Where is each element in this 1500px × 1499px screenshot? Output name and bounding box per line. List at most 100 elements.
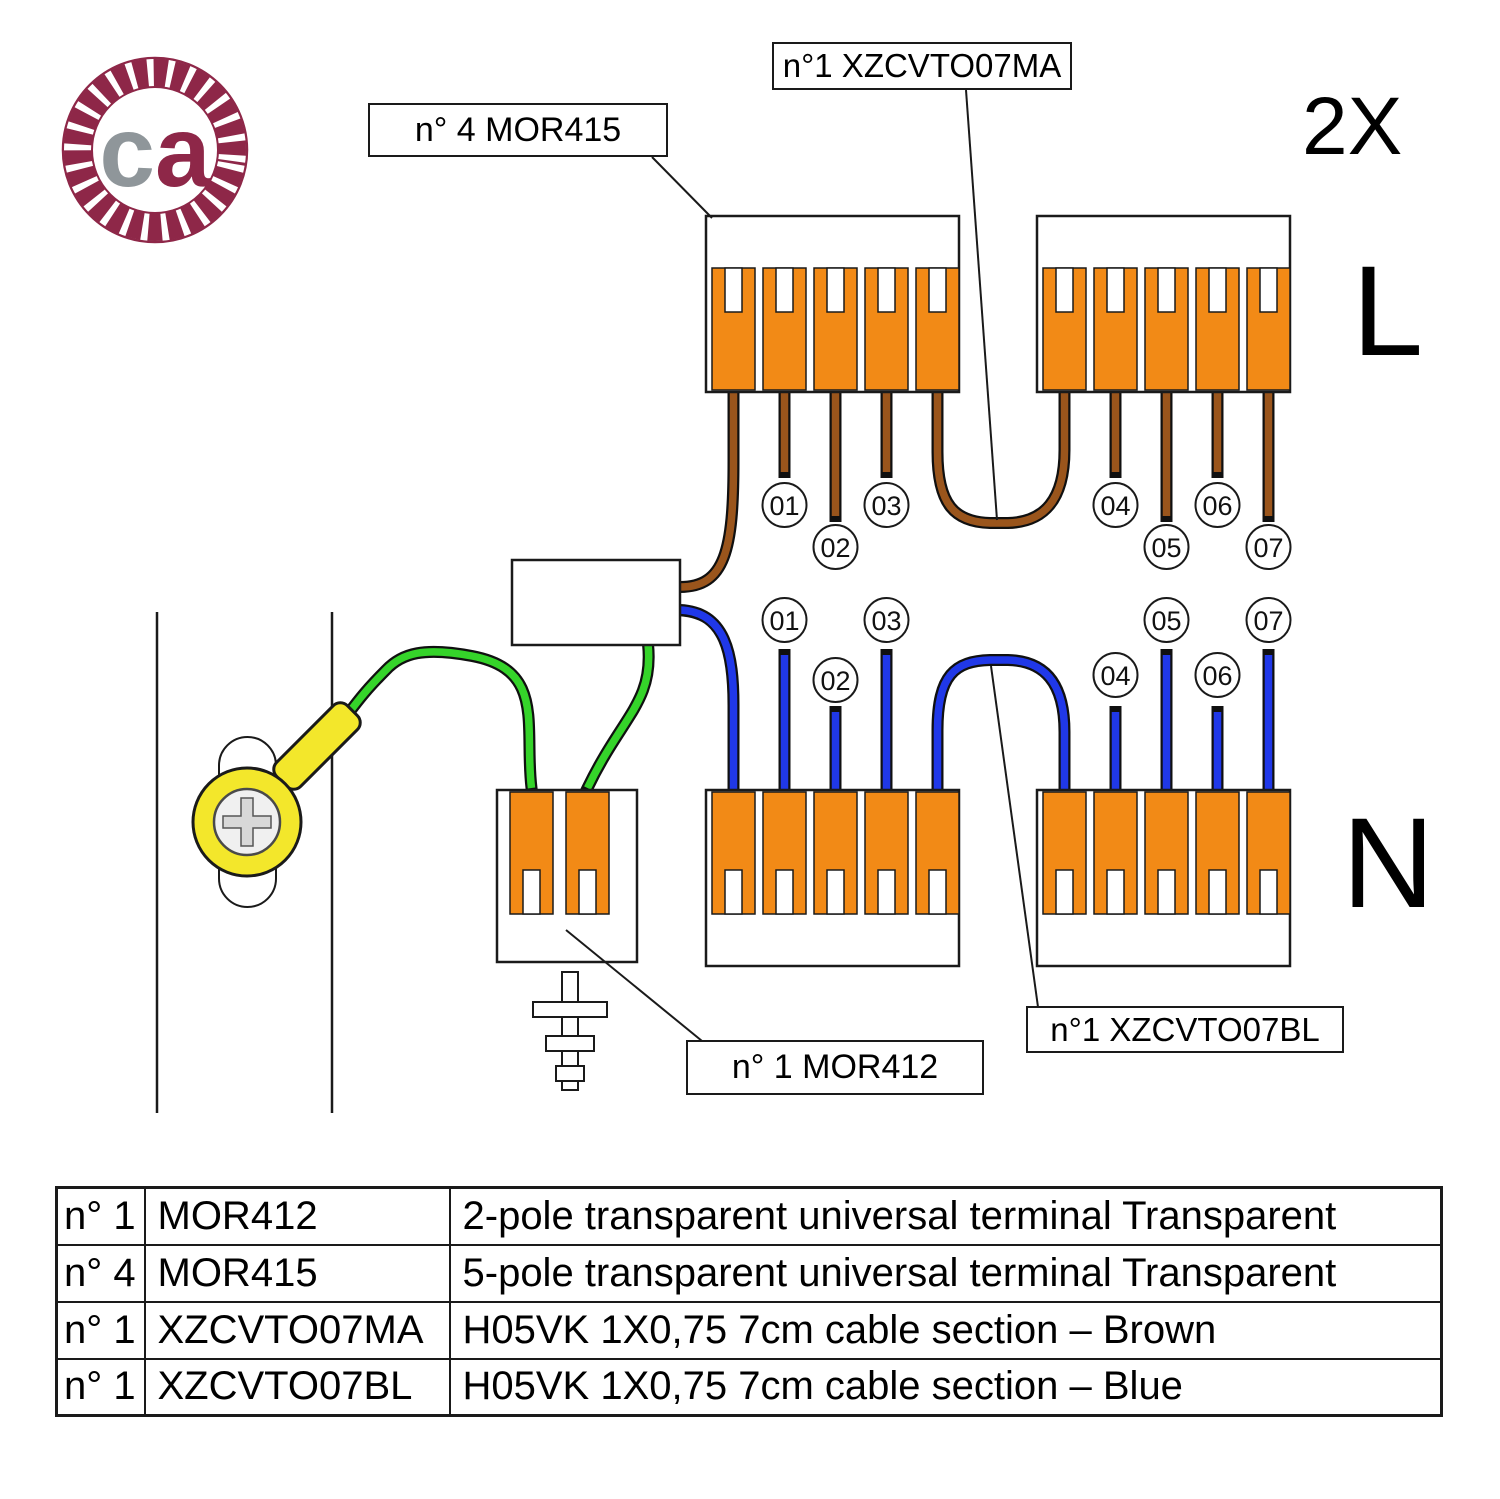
power-cable-box	[510, 558, 682, 647]
wire-badge-label: 04	[1100, 491, 1130, 521]
terminal-pole	[762, 791, 807, 915]
wire-badge-label: 02	[820, 666, 850, 696]
wire-badge-label: 04	[1100, 661, 1130, 691]
terminal-pole	[915, 267, 960, 391]
bom-qty: n° 1	[55, 1300, 146, 1360]
wire-badge: 07	[1245, 597, 1292, 643]
bom-qty: n° 4	[55, 1243, 146, 1303]
terminal-mor412-earth	[495, 788, 639, 964]
wire-badge: 03	[863, 597, 910, 643]
terminal-pole	[1195, 791, 1240, 915]
terminal-pole	[864, 267, 909, 391]
terminal-pole	[762, 267, 807, 391]
wire-badge: 01	[761, 597, 808, 643]
table-row: n° 1 XZCVTO07BL H05VK 1X0,75 7cm cable s…	[55, 1357, 1443, 1417]
leader-lines	[565, 89, 1039, 1042]
earth-ring-lug	[191, 701, 362, 878]
bom-code: MOR415	[143, 1243, 451, 1303]
bom-code: XZCVTO07BL	[143, 1357, 451, 1417]
wire-badge: 04	[1092, 652, 1139, 698]
leader-xzcvto07ma	[965, 89, 998, 521]
terminal-pole	[711, 791, 756, 915]
wire-badge: 03	[863, 482, 910, 528]
blue-jumper-wire	[938, 660, 1065, 792]
bom-code: XZCVTO07MA	[143, 1300, 451, 1360]
terminal-pole	[711, 267, 756, 391]
terminal-pole	[1246, 791, 1291, 915]
logo: ca	[61, 56, 249, 244]
bom-desc: 5-pole transparent universal terminal Tr…	[448, 1243, 1443, 1303]
live-line-label: L	[1352, 240, 1424, 383]
callout-xzcvto07ma-label: n°1 XZCVTO07MA	[782, 47, 1062, 84]
wire-number-badges-bottom: 01 02 03 04 05 06 07	[761, 597, 1292, 703]
logo-letter-c: c	[99, 96, 155, 208]
callout-mor412-label: n° 1 MOR412	[731, 1048, 939, 1086]
leader-mor412	[565, 929, 703, 1042]
terminal-pole	[1042, 791, 1087, 915]
bom-code: MOR412	[143, 1186, 451, 1246]
wire-badge: 05	[1143, 597, 1190, 643]
table-row: n° 1 XZCVTO07MA H05VK 1X0,75 7cm cable s…	[55, 1300, 1443, 1360]
terminal-mor415-neutral-right	[1035, 788, 1292, 968]
wire-badge-label: 06	[1202, 491, 1232, 521]
wire-badge: 02	[812, 657, 859, 703]
terminal-pole	[813, 791, 858, 915]
bom-table: n° 1 MOR412 2-pole transparent universal…	[55, 1186, 1443, 1417]
terminal-mor415-live-right	[1035, 214, 1292, 394]
terminal-mor415-neutral-left	[704, 788, 961, 968]
wire-badge-label: 07	[1253, 606, 1283, 636]
terminal-pole	[864, 791, 909, 915]
wire-badge: 06	[1194, 652, 1241, 698]
terminal-pole	[1144, 791, 1189, 915]
terminal-pole	[1093, 267, 1138, 391]
table-row: n° 4 MOR415 5-pole transparent universal…	[55, 1243, 1443, 1303]
wire-badge: 06	[1194, 482, 1241, 528]
terminal-pole	[1195, 267, 1240, 391]
earth-symbol	[532, 971, 608, 1091]
callout-xzcvto07bl-label: n°1 XZCVTO07BL	[1050, 1010, 1320, 1048]
callout-mor415-label: n° 4 MOR415	[414, 110, 622, 149]
terminal-pole	[1144, 267, 1189, 391]
wire-badge-label: 03	[871, 606, 901, 636]
bom-desc: 2-pole transparent universal terminal Tr…	[448, 1186, 1443, 1246]
leader-xzcvto07bl	[990, 665, 1039, 1008]
multiplier-label: 2X	[1302, 81, 1403, 172]
bom-desc: H05VK 1X0,75 7cm cable section – Blue	[448, 1357, 1443, 1417]
wire-badge-label: 01	[769, 606, 799, 636]
wire-badge-label: 05	[1151, 606, 1181, 636]
wire-badge: 01	[761, 482, 808, 528]
wire-badge-label: 01	[769, 491, 799, 521]
terminal-pole	[565, 791, 610, 915]
terminal-pole	[509, 791, 554, 915]
wire-badge: 04	[1092, 482, 1139, 528]
terminal-pole	[1093, 791, 1138, 915]
terminal-mor415-live-left	[704, 214, 961, 394]
callout-mor415: n° 4 MOR415	[368, 103, 668, 157]
logo-inner-ring	[91, 86, 219, 214]
terminal-pole	[813, 267, 858, 391]
terminal-pole	[1246, 267, 1291, 391]
lug-barrel	[272, 701, 362, 791]
brown-jumper-wire	[938, 390, 1065, 523]
terminal-pole	[915, 791, 960, 915]
bom-qty: n° 1	[55, 1357, 146, 1417]
callout-mor412: n° 1 MOR412	[686, 1040, 984, 1095]
wire-number-badges-top: 01 02 03 04 05 06 07	[761, 482, 1292, 570]
logo-wordmark: ca	[99, 96, 212, 208]
wire-badge: 02	[812, 524, 859, 570]
wire-badge-label: 07	[1253, 533, 1283, 563]
leader-mor415	[651, 156, 713, 219]
logo-letter-a: a	[155, 96, 212, 208]
wire-badge: 05	[1143, 524, 1190, 570]
wire-badge: 07	[1245, 524, 1292, 570]
terminal-pole	[1042, 267, 1087, 391]
wall-lines	[155, 612, 334, 1113]
bom-qty: n° 1	[55, 1186, 146, 1246]
wire-badge-label: 05	[1151, 533, 1181, 563]
phillips-cross-icon	[222, 797, 272, 847]
callout-xzcvto07bl: n°1 XZCVTO07BL	[1026, 1006, 1344, 1053]
callout-xzcvto07ma: n°1 XZCVTO07MA	[772, 42, 1072, 90]
green-wires	[348, 644, 649, 788]
wire-badge-label: 03	[871, 491, 901, 521]
